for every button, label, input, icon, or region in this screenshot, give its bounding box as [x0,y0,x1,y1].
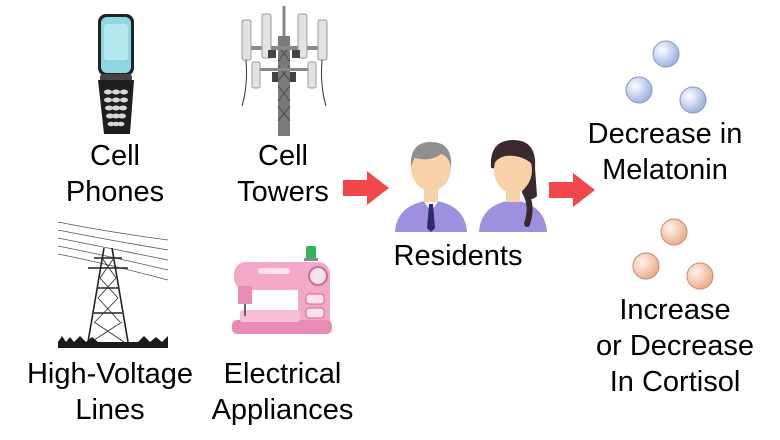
label-line: Lines [75,394,145,426]
cell-tower-icon [241,6,328,136]
power-line-tower-icon [57,221,169,348]
label-line: Increase [619,294,731,326]
label-line: High-Voltage [26,358,194,390]
label-line: Towers [237,176,329,208]
label-line: Cell [258,140,308,172]
label-line: Cell [90,140,140,172]
cortisol-molecules-icon [632,218,714,290]
label-decrease-melatonin: Decrease in Melatonin [565,116,765,188]
label-line: Decrease in [587,118,743,150]
label-electrical-appliances: Electrical Appliances [200,356,365,428]
melatonin-molecules-icon [625,40,707,114]
label-cortisol-change: Increase or Decrease In Cortisol [575,292,775,400]
residents-icon [395,140,547,232]
cell-phone-icon [98,14,134,134]
sewing-machine-icon [232,246,332,334]
label-line: Appliances [211,394,354,426]
label-cell-towers: Cell Towers [228,138,338,210]
label-line: In Cortisol [609,366,741,398]
arrow-right-icon [343,171,389,205]
label-line: or Decrease [596,330,754,362]
label-residents: Residents [393,240,523,272]
label-line: Electrical [223,358,342,390]
label-line: Melatonin [602,154,728,186]
label-high-voltage-lines: High-Voltage Lines [10,356,210,428]
label-cell-phones: Cell Phones [60,138,170,210]
arrow-right-icon [549,173,595,207]
label-line: Phones [65,176,165,208]
